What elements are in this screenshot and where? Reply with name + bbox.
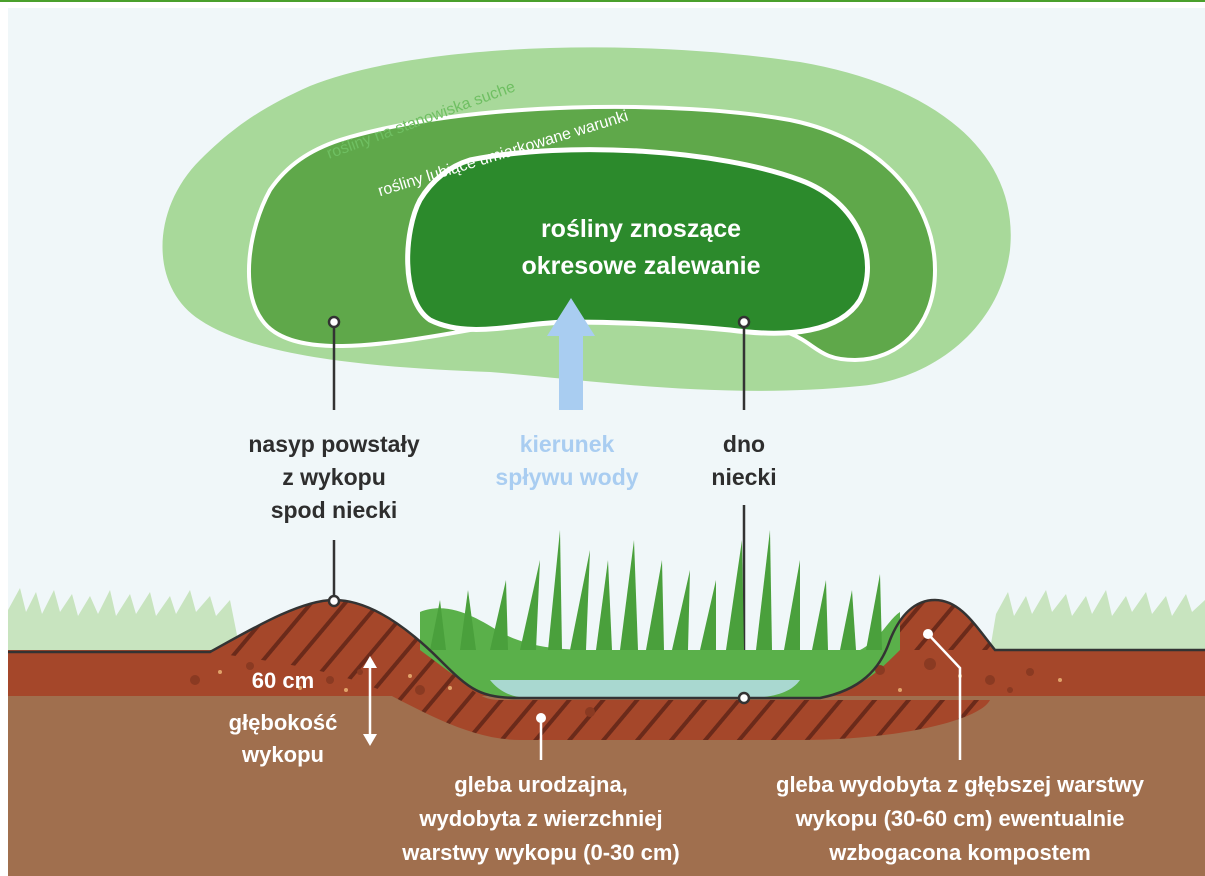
subsoil-label-line1: gleba wydobyta z głębszej warstwy: [776, 772, 1145, 797]
flow-label-line2: spływu wody: [495, 464, 638, 490]
tall-grass: [430, 530, 882, 650]
rain-garden-diagram: rośliny na stanowiska suche rośliny lubi…: [8, 8, 1205, 876]
mound-point-top: [329, 317, 339, 327]
depth-label-line2: wykopu: [241, 742, 324, 767]
flow-label-line1: kierunek: [520, 431, 615, 457]
depth-value: 60 cm: [252, 668, 314, 693]
diagram-svg: rośliny na stanowiska suche rośliny lubi…: [8, 8, 1205, 876]
bottom-point: [739, 693, 749, 703]
bottom-label-line1: dno: [723, 431, 765, 457]
topsoil-point: [536, 713, 546, 723]
subsoil-label-line2: wykopu (30-60 cm) ewentualnie: [795, 806, 1125, 831]
subsoil-label-line3: wzbogacona kompostem: [828, 840, 1091, 865]
mound-label-line2: z wykopu: [282, 464, 386, 490]
mound-label-line1: nasyp powstały: [248, 431, 419, 457]
inner-zone-label-line2: okresowe zalewanie: [521, 252, 760, 280]
top-border-line: [0, 0, 1205, 2]
bottom-point-top: [739, 317, 749, 327]
depth-label-line1: głębokość: [229, 710, 338, 735]
topsoil-label-line2: wydobyta z wierzchniej: [418, 806, 662, 831]
subsoil-point: [923, 629, 933, 639]
water-surface: [490, 680, 800, 698]
topsoil-label-line3: warstwy wykopu (0-30 cm): [401, 840, 680, 865]
bottom-label-line2: niecki: [711, 464, 776, 490]
topsoil-label-line1: gleba urodzajna,: [454, 772, 628, 797]
inner-zone-label-line1: rośliny znoszące: [541, 215, 741, 243]
mound-point: [329, 596, 339, 606]
mound-label-line3: spod niecki: [271, 497, 398, 523]
